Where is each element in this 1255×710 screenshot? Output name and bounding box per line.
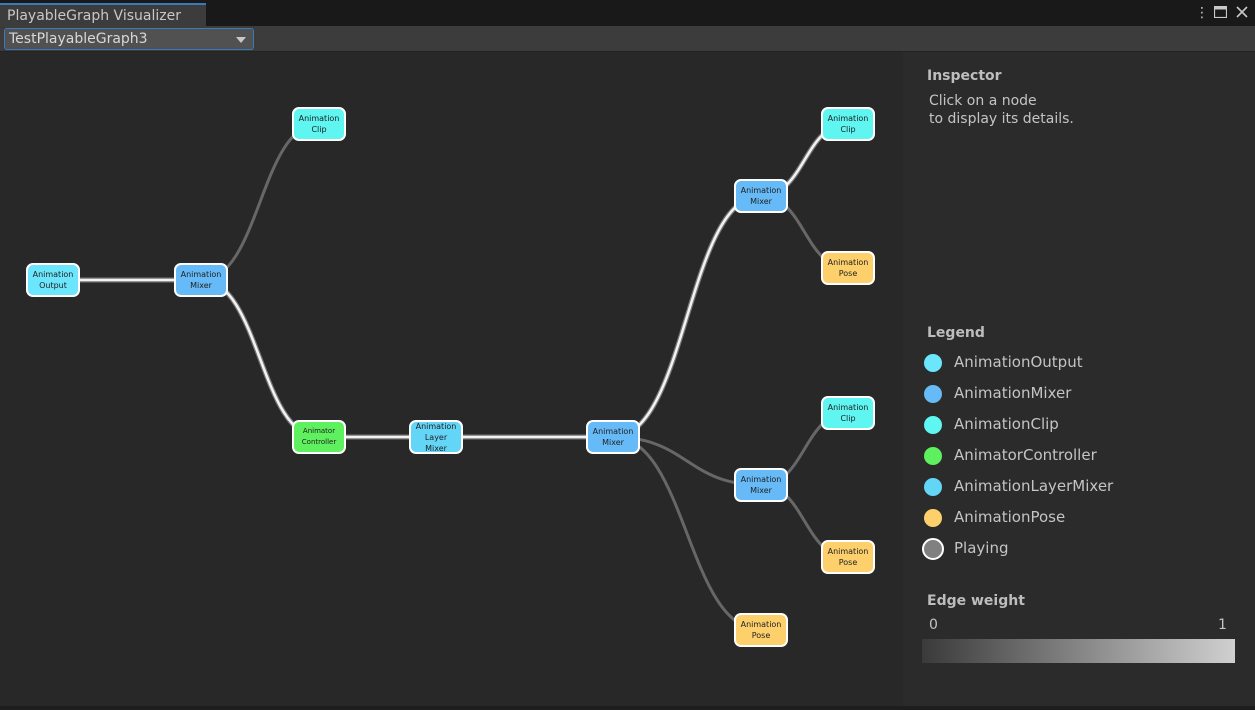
tab-title: PlayableGraph Visualizer xyxy=(7,8,181,24)
legend-swatch xyxy=(924,509,942,527)
edge-weight-min: 0 xyxy=(929,617,938,633)
legend-swatch xyxy=(924,385,942,403)
legend-label: AnimationPose xyxy=(954,508,1066,526)
node-animation-layer-mixer[interactable]: Animation Layer Mixer xyxy=(409,420,463,454)
legend-label: AnimatorController xyxy=(954,446,1097,464)
node-animation-pose[interactable]: Animation Pose xyxy=(821,251,875,285)
edge-weight-gradient xyxy=(922,639,1235,663)
legend-label: AnimationMixer xyxy=(954,384,1072,402)
node-label: Animation Clip xyxy=(827,114,869,134)
node-label: Animation Mixer xyxy=(180,270,222,290)
node-label: Animation Mixer xyxy=(740,475,782,495)
legend-swatch-playing xyxy=(922,538,944,560)
edge-weight-max: 1 xyxy=(1218,617,1227,633)
node-label: Animation Clip xyxy=(298,114,340,134)
edge xyxy=(612,435,762,632)
node-animation-mixer[interactable]: Animation Mixer xyxy=(174,263,228,297)
graph-selector-value: TestPlayableGraph3 xyxy=(9,31,148,47)
tab-playablegraph-visualizer[interactable]: PlayableGraph Visualizer xyxy=(0,3,206,26)
node-animator-controller[interactable]: Animator Controller xyxy=(292,420,346,454)
window-bottom-border xyxy=(0,706,1255,710)
edge xyxy=(200,122,320,282)
toolbar: TestPlayableGraph3 xyxy=(0,26,1255,52)
node-label: Animation Output xyxy=(32,270,74,290)
legend-label: Playing xyxy=(954,539,1009,557)
node-label: Animation Pose xyxy=(827,547,869,567)
kebab-menu-icon[interactable]: ⋮ xyxy=(1195,5,1209,21)
node-animation-clip[interactable]: Animation Clip xyxy=(821,396,875,430)
legend-swatch xyxy=(924,354,942,372)
graph-edges xyxy=(53,121,849,632)
legend-swatch xyxy=(924,478,942,496)
node-label: Animation Layer Mixer xyxy=(415,421,457,453)
node-animation-pose[interactable]: Animation Pose xyxy=(821,540,875,574)
legend-label: AnimationOutput xyxy=(954,353,1083,371)
node-animation-mixer[interactable]: Animation Mixer xyxy=(586,420,640,454)
node-label: Animation Pose xyxy=(740,620,782,640)
node-animation-output[interactable]: Animation Output xyxy=(26,263,80,297)
legend-swatch xyxy=(924,447,942,465)
edge xyxy=(200,278,320,439)
legend-swatch xyxy=(924,416,942,434)
inspector-hint: Click on a node to display its details. xyxy=(929,93,1074,127)
close-icon[interactable] xyxy=(1236,5,1248,23)
chevron-down-icon xyxy=(236,37,246,43)
edge xyxy=(612,194,762,439)
legend-label: AnimationClip xyxy=(954,415,1059,433)
graph-canvas[interactable]: Animation Output Animation Mixer Animati… xyxy=(0,52,903,710)
legend-title: Legend xyxy=(927,325,985,341)
node-label: Animator Controller xyxy=(301,427,337,446)
node-animation-pose[interactable]: Animation Pose xyxy=(734,613,788,647)
maximize-icon[interactable] xyxy=(1213,5,1228,23)
inspector-title: Inspector xyxy=(927,68,1002,84)
node-animation-clip[interactable]: Animation Clip xyxy=(821,107,875,141)
edge-weight-title: Edge weight xyxy=(927,593,1025,609)
window-tab-bar: PlayableGraph Visualizer ⋮ xyxy=(0,0,1255,26)
node-animation-mixer[interactable]: Animation Mixer xyxy=(734,179,788,213)
node-label: Animation Mixer xyxy=(740,186,782,206)
legend-label: AnimationLayerMixer xyxy=(954,477,1114,495)
node-animation-clip[interactable]: Animation Clip xyxy=(292,107,346,141)
node-label: Animation Clip xyxy=(827,403,869,423)
node-label: Animation Mixer xyxy=(592,427,634,447)
graph-selector-dropdown[interactable]: TestPlayableGraph3 xyxy=(4,28,254,50)
node-animation-mixer[interactable]: Animation Mixer xyxy=(734,468,788,502)
node-label: Animation Pose xyxy=(827,258,869,278)
inspector-panel: Inspector Click on a node to display its… xyxy=(903,52,1255,710)
